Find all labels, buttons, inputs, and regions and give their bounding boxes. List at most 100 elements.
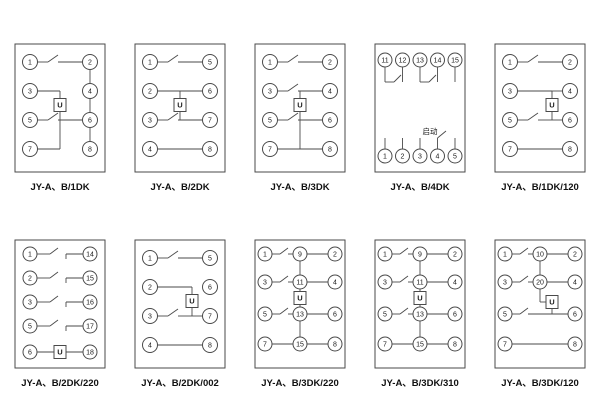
terminal-15: 15 <box>447 52 463 68</box>
wire <box>279 275 289 283</box>
wire <box>519 247 529 255</box>
svg-text:13: 13 <box>296 312 304 319</box>
terminal-13: 13 <box>412 306 428 322</box>
svg-text:4: 4 <box>328 89 332 96</box>
svg-text:4: 4 <box>573 280 577 287</box>
terminal-8: 8 <box>202 337 218 353</box>
diagram-label: JY-A、B/3DK/120 <box>501 378 579 389</box>
diagram-label: JY-A、B/1DK <box>30 182 90 193</box>
terminal-7: 7 <box>202 112 218 128</box>
svg-text:2: 2 <box>333 252 337 259</box>
terminal-6: 6 <box>447 306 463 322</box>
terminal-7: 7 <box>22 141 38 157</box>
diagram-border <box>494 43 586 173</box>
svg-text:5: 5 <box>208 60 212 67</box>
terminal-4: 4 <box>142 337 158 353</box>
wire <box>167 54 179 63</box>
wire <box>167 308 179 317</box>
svg-text:2: 2 <box>453 252 457 259</box>
terminal-6: 6 <box>322 112 338 128</box>
svg-text:7: 7 <box>508 147 512 154</box>
terminal-6: 6 <box>202 279 218 295</box>
svg-text:6: 6 <box>28 350 32 357</box>
terminal-12: 12 <box>395 52 410 68</box>
terminal-2: 2 <box>22 270 38 286</box>
svg-text:11: 11 <box>381 58 388 65</box>
terminal-2: 2 <box>327 246 343 262</box>
svg-text:11: 11 <box>416 280 423 287</box>
terminal-1: 1 <box>22 54 38 70</box>
terminal-4: 4 <box>82 83 98 99</box>
diagram-border <box>374 43 466 173</box>
terminal-13: 13 <box>412 52 428 68</box>
svg-text:8: 8 <box>208 343 212 350</box>
svg-text:1: 1 <box>268 60 272 67</box>
svg-text:8: 8 <box>88 147 92 154</box>
svg-text:8: 8 <box>573 342 577 349</box>
svg-text:4: 4 <box>333 280 337 287</box>
coil-label: U <box>297 294 302 303</box>
coil-symbol <box>293 291 307 305</box>
terminal-5: 5 <box>22 318 38 334</box>
coil-symbol <box>293 98 307 112</box>
terminal-5: 5 <box>257 306 273 322</box>
svg-text:3: 3 <box>148 118 152 125</box>
svg-text:7: 7 <box>28 147 32 154</box>
wire <box>527 54 539 63</box>
svg-text:1: 1 <box>148 60 152 67</box>
terminal-15: 15 <box>82 270 98 286</box>
coil-symbol <box>545 98 559 112</box>
svg-text:8: 8 <box>453 342 457 349</box>
terminal-6: 6 <box>567 306 583 322</box>
svg-text:4: 4 <box>436 154 440 161</box>
svg-text:5: 5 <box>268 118 272 125</box>
svg-text:8: 8 <box>333 342 337 349</box>
terminal-15: 15 <box>292 336 308 352</box>
svg-text:6: 6 <box>328 118 332 125</box>
svg-text:2: 2 <box>328 60 332 67</box>
wire <box>428 74 437 83</box>
diagram-border <box>134 43 226 173</box>
wire <box>49 319 59 327</box>
terminal-6: 6 <box>562 112 578 128</box>
svg-text:1: 1 <box>263 252 267 259</box>
coil-label: U <box>549 298 554 307</box>
terminal-8: 8 <box>322 141 338 157</box>
terminal-1: 1 <box>497 246 513 262</box>
terminal-18: 18 <box>82 344 98 360</box>
terminal-8: 8 <box>567 336 583 352</box>
svg-text:2: 2 <box>148 89 152 96</box>
terminal-7: 7 <box>257 336 273 352</box>
terminal-20: 20 <box>532 274 548 290</box>
terminal-1: 1 <box>257 246 273 262</box>
coil-label: U <box>549 101 554 110</box>
svg-text:5: 5 <box>28 324 32 331</box>
wire <box>437 130 447 139</box>
svg-text:15: 15 <box>451 58 459 65</box>
coil-label: U <box>57 101 62 110</box>
svg-text:6: 6 <box>453 312 457 319</box>
diagram-label: JY-A、B/2DK <box>150 182 210 193</box>
terminal-3: 3 <box>502 83 518 99</box>
svg-text:1: 1 <box>28 60 32 67</box>
wire <box>167 112 179 121</box>
wire <box>399 275 409 283</box>
terminal-5: 5 <box>447 148 463 164</box>
terminal-8: 8 <box>202 141 218 157</box>
terminal-1: 1 <box>22 246 38 262</box>
svg-text:7: 7 <box>208 314 212 321</box>
start-annotation: 启动 <box>423 126 438 136</box>
wire <box>167 250 179 259</box>
terminal-2: 2 <box>447 246 463 262</box>
terminal-5: 5 <box>202 54 218 70</box>
